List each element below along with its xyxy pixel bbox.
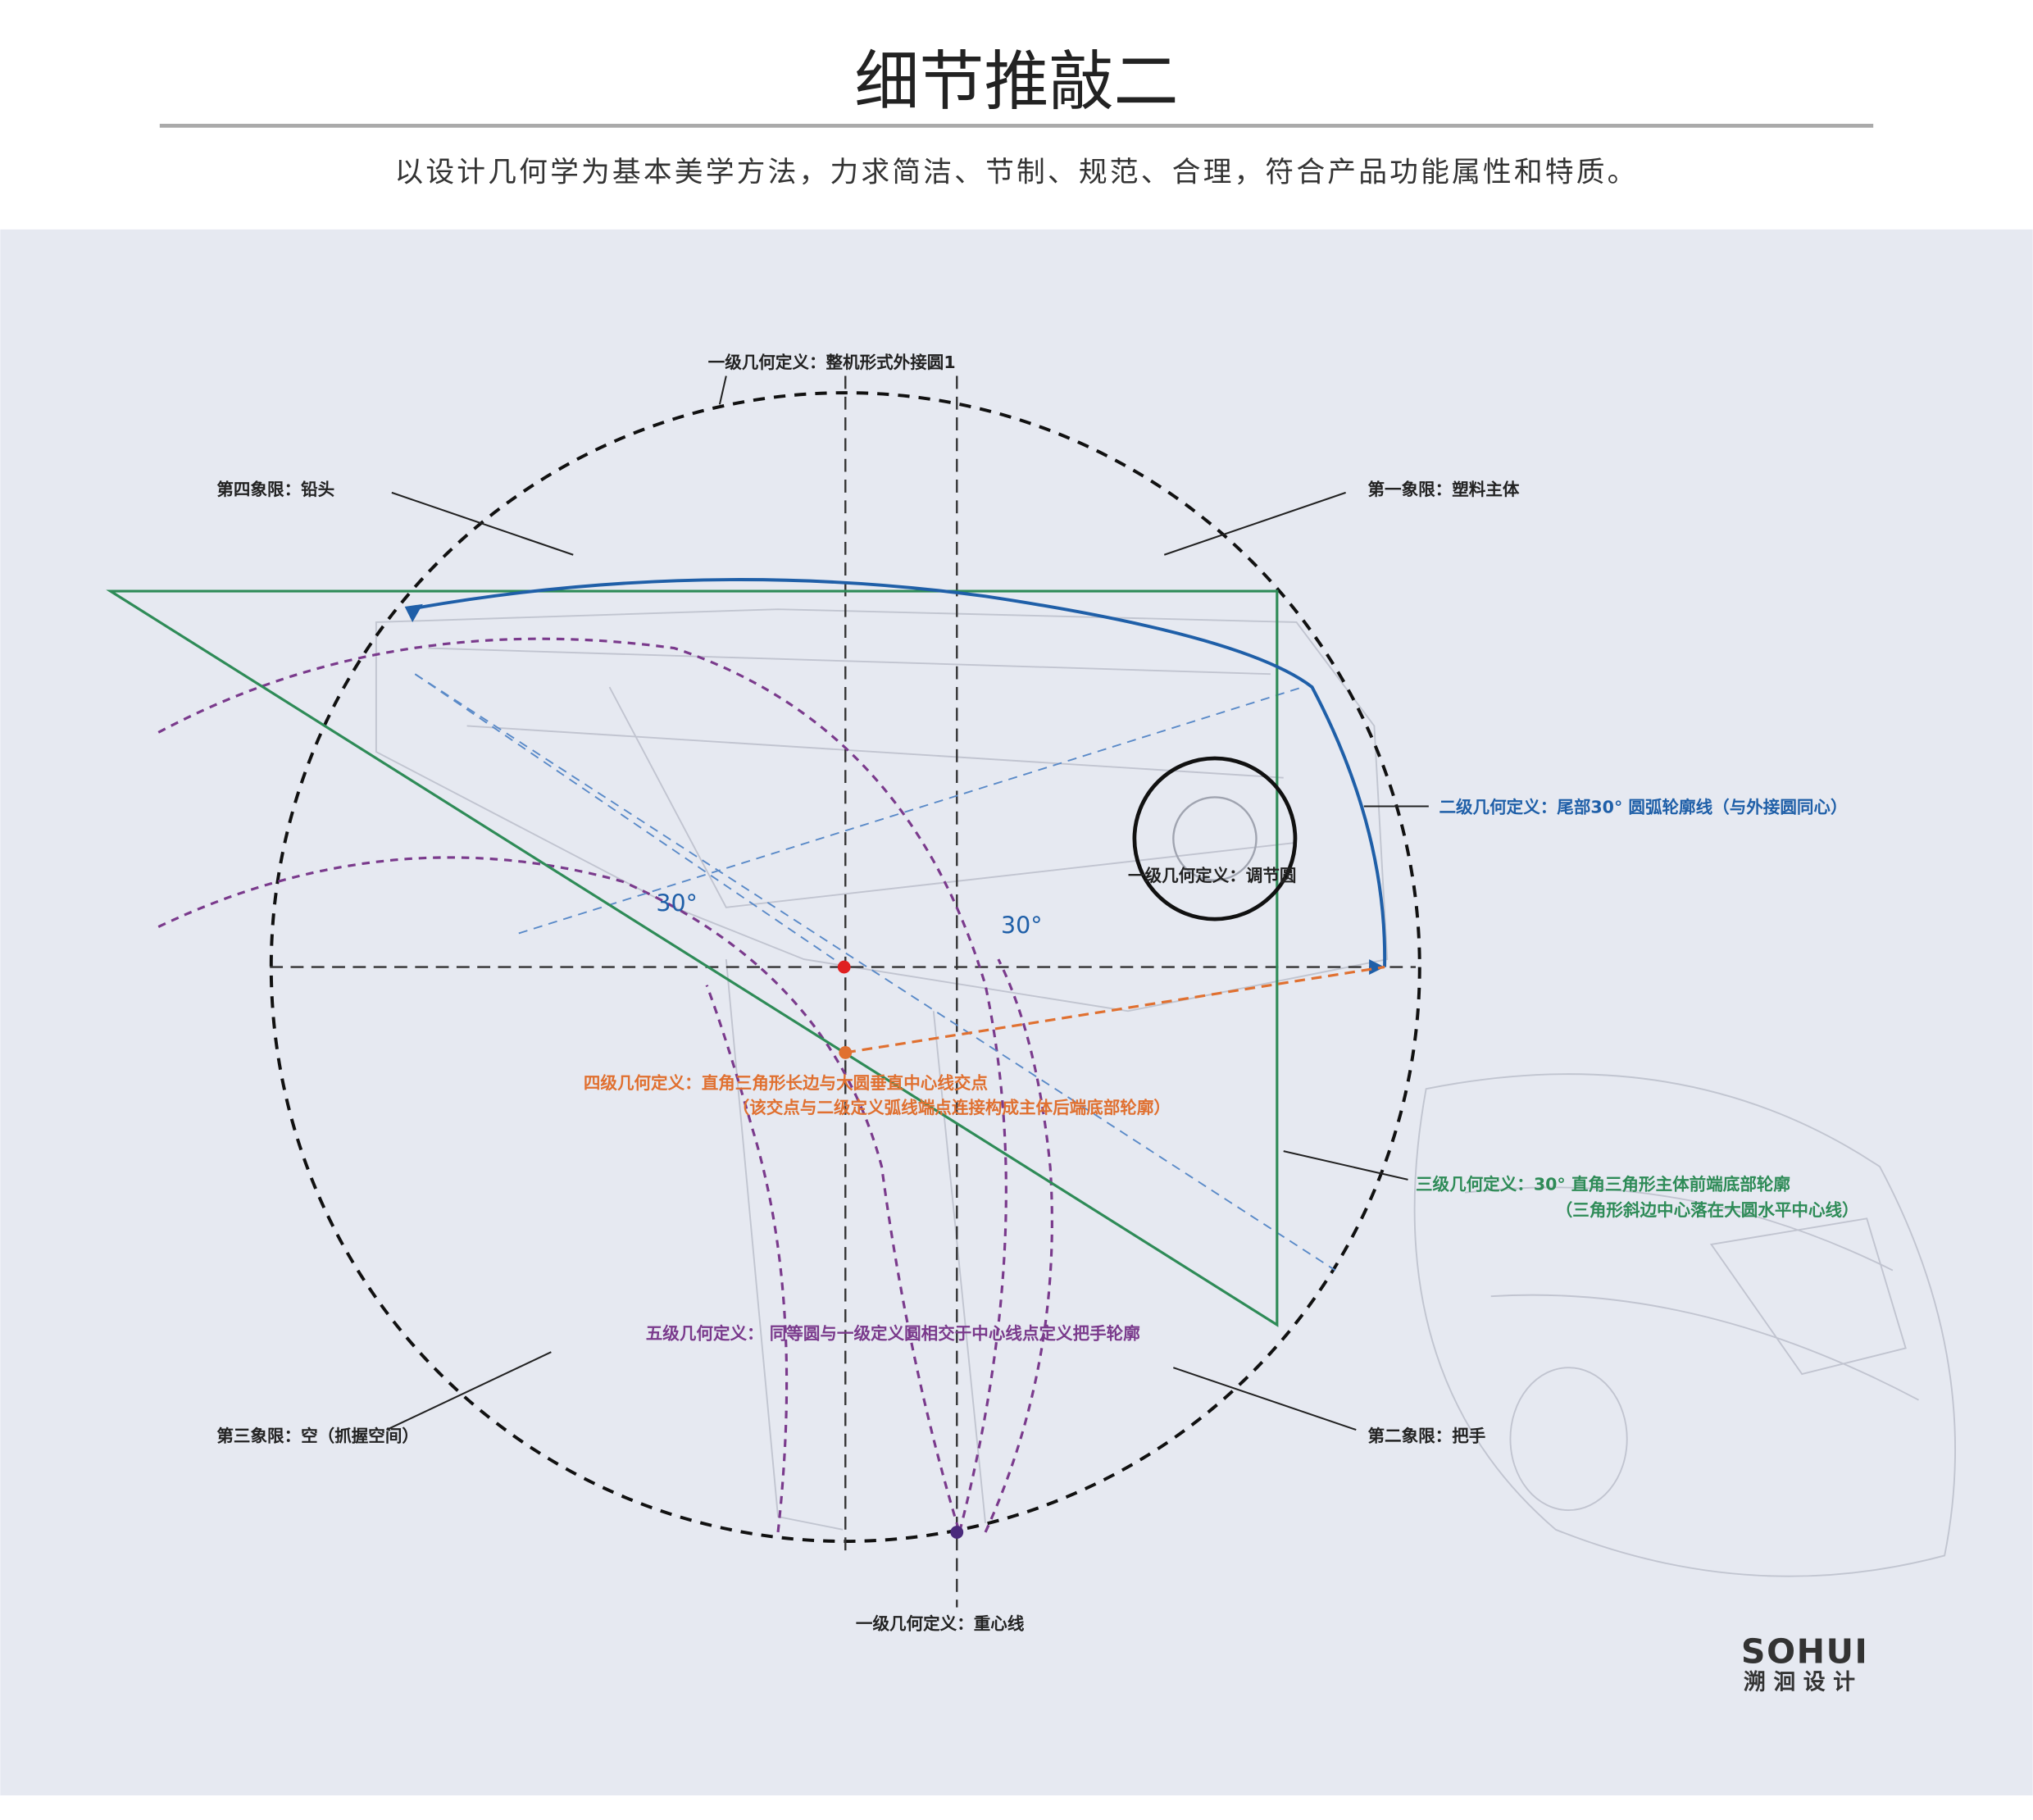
center-dot [837,960,851,974]
label-quadrant3: 第三象限：空（抓握空间） [216,1426,419,1445]
label-level2: 二级几何定义：尾部30° 圆弧轮廓线（与外接圆同心） [1439,797,1847,817]
label-level3-line2: （三角形斜边中心落在大圆水平中心线） [1556,1200,1859,1220]
right-triangle [106,589,1279,1327]
label-level1-circle: 一级几何定义：整机形式外接圆1 [708,353,956,372]
knob-circle [1132,756,1298,921]
label-level1-knob: 一级几何定义：调节圆 [1128,866,1296,885]
arc-arrow-start-icon [404,603,423,622]
label-angle-right: 30° [1001,912,1042,939]
label-level4-line1: 四级几何定义：直角三角形长边与大圆垂直中心线交点 [584,1073,989,1093]
tail-arc [408,578,1387,967]
leader-lines [386,375,1429,1431]
page-subtitle: 以设计几何学为基本美学方法，力求简洁、节制、规范、合理，符合产品功能属性和特质。 [394,156,1638,189]
logo-subtext: 溯洄设计 [1744,1669,1862,1695]
page-title: 细节推敲二 [854,43,1178,119]
handle-arcs [157,637,1053,1533]
label-level5: 五级几何定义： 同等圆与一级定义圆相交于中心线点定义把手轮廓 [646,1323,1140,1343]
gravity-dot [950,1526,964,1539]
construction-lines [414,673,1336,1272]
diagram-panel [0,229,2033,1795]
knob-sketch [1172,796,1258,881]
product-sketch [375,608,1956,1577]
level4-dot [839,1046,853,1059]
sohui-logo: SOHUI 溯洄设计 [1741,1632,1869,1695]
label-quadrant1: 第一象限：塑料主体 [1368,480,1520,499]
label-quadrant4: 第四象限：铅头 [216,480,334,499]
label-level3-line1: 三级几何定义：30° 直角三角形主体前端底部轮廓 [1416,1175,1790,1194]
arc-arrow-end-icon [1369,959,1385,976]
level4-line [845,966,1385,1054]
label-quadrant2: 第二象限：把手 [1368,1426,1486,1445]
logo-text: SOHUI [1741,1632,1869,1672]
label-level1-gravity: 一级几何定义：重心线 [856,1614,1025,1634]
label-level4-line2: （该交点与二级定义弧线端点连接构成主体后端底部轮廓） [733,1098,1171,1117]
label-angle-left: 30° [656,890,697,917]
